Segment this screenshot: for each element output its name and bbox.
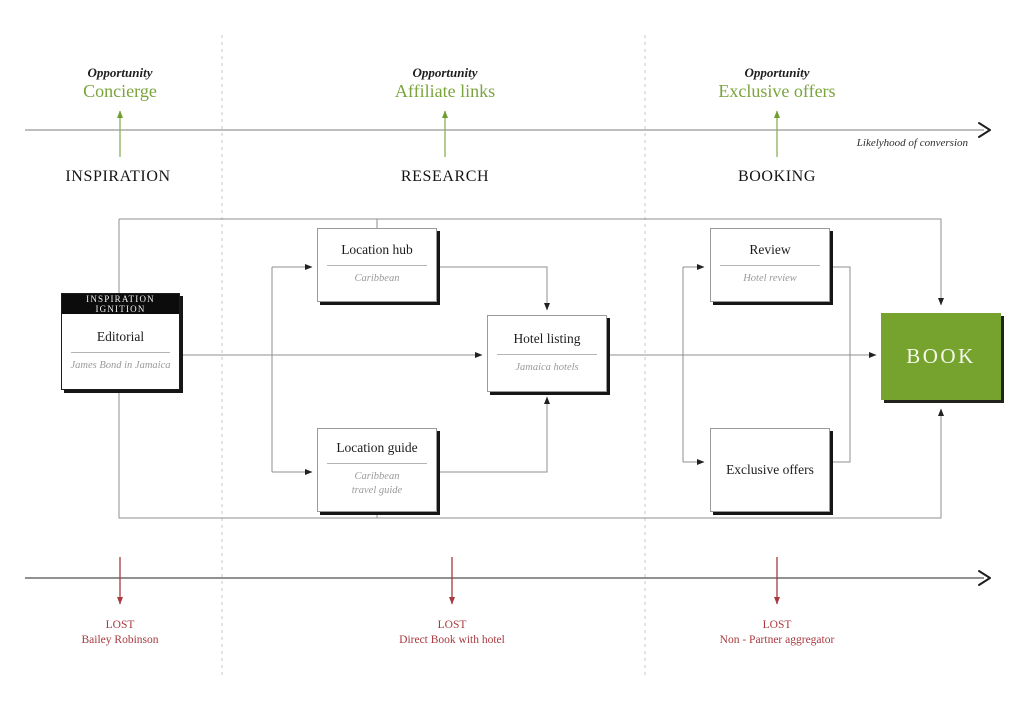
opportunity-caption: Opportunity	[744, 65, 810, 80]
wire-guide-to-listing	[437, 396, 550, 473]
node-editorial: INSPIRATION IGNITION Editorial James Bon…	[61, 293, 180, 390]
opportunity-caption: Opportunity	[87, 65, 153, 80]
opportunity-value: Concierge	[83, 81, 157, 102]
opportunity-value: Exclusive offers	[718, 81, 836, 102]
lost-reason: Non - Partner aggregator	[719, 633, 835, 646]
node-title: Review	[749, 242, 791, 258]
node-title: Location hub	[341, 242, 413, 258]
node-book: BOOK	[881, 313, 1001, 400]
node-title: Editorial	[96, 328, 145, 344]
lost-group-research: LOST Direct Book with hotel	[342, 619, 562, 648]
node-subtitle: James Bond in Jamaica	[70, 359, 171, 371]
node-separator	[720, 265, 820, 267]
node-editorial-body: Editorial James Bond in Jamaica	[62, 314, 179, 389]
bottom-axis-arrowhead	[978, 570, 991, 586]
phase-label-research: RESEARCH	[400, 168, 490, 185]
lost-caption: LOST	[105, 619, 135, 631]
node-separator	[497, 353, 597, 355]
node-subtitle: Hotel review	[743, 273, 797, 285]
node-title: Hotel listing	[513, 330, 581, 346]
node-editorial-tag: INSPIRATION IGNITION	[62, 294, 179, 314]
opportunity-group-inspiration: Opportunity Concierge	[10, 65, 230, 103]
node-separator	[71, 351, 170, 353]
opportunity-value: Affiliate links	[394, 81, 496, 102]
node-title: Exclusive offers	[726, 461, 814, 477]
lost-caption: LOST	[437, 619, 467, 631]
node-title: Location guide	[336, 440, 418, 456]
node-location-hub: Location hub Caribbean	[317, 228, 437, 302]
wire-hub-to-listing	[437, 266, 550, 311]
phase-label-inspiration: INSPIRATION	[65, 168, 171, 185]
node-review: Review Hotel review	[710, 228, 830, 302]
node-separator	[327, 265, 427, 267]
lost-reason: Bailey Robinson	[81, 633, 159, 646]
phase-label-booking: BOOKING	[738, 168, 816, 185]
conversion-axis-label: Likelyhood of conversion	[856, 137, 968, 149]
node-location-guide: Location guide Caribbean travel guide	[317, 428, 437, 512]
book-label: BOOK	[906, 344, 976, 368]
wire-top-edge-to-book	[119, 218, 944, 306]
opportunity-group-research: Opportunity Affiliate links	[335, 65, 555, 103]
node-subtitle: Caribbean	[354, 471, 400, 483]
top-axis-arrowhead	[978, 122, 991, 138]
lost-group-booking: LOST Non - Partner aggregator	[667, 619, 887, 648]
node-subtitle: Jamaica hotels	[515, 361, 579, 373]
opportunity-caption: Opportunity	[412, 65, 478, 80]
node-separator	[327, 463, 427, 465]
node-subtitle: Caribbean	[354, 273, 400, 285]
lost-reason: Direct Book with hotel	[399, 633, 505, 646]
wire-review-exclusive-merge	[830, 266, 851, 463]
lost-group-inspiration: LOST Bailey Robinson	[10, 619, 230, 648]
node-subtitle-line2: travel guide	[351, 485, 403, 497]
node-hotel-listing: Hotel listing Jamaica hotels	[487, 315, 607, 392]
lost-caption: LOST	[762, 619, 792, 631]
node-exclusive-offers: Exclusive offers	[710, 428, 830, 512]
opportunity-group-booking: Opportunity Exclusive offers	[667, 65, 887, 103]
